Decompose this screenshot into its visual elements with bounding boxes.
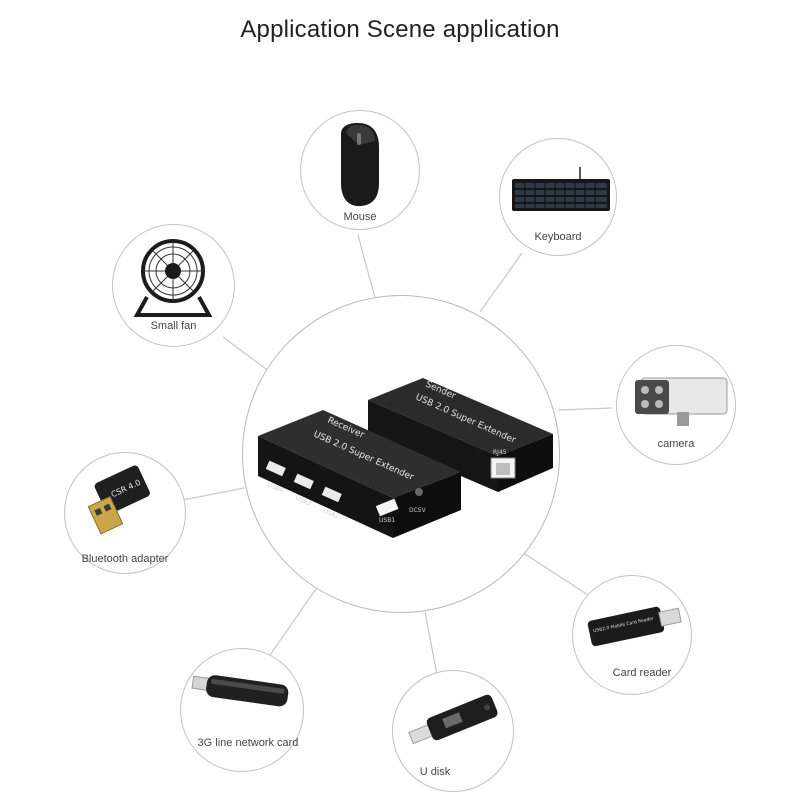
- connector-fan: [222, 336, 271, 373]
- mouse-label: Mouse: [343, 211, 377, 223]
- camera-label: camera: [657, 438, 695, 450]
- bluetooth-adapter-icon: CSR 4.0: [87, 465, 150, 535]
- page-title: Application Scene application: [240, 16, 560, 43]
- bluetooth-circle: CSR 4.0 Bluetooth adapter: [64, 452, 186, 574]
- connector-keyboard: [479, 252, 523, 313]
- card-reader-circle: USB2.0 Mobile Card Reader Card reader: [572, 575, 692, 695]
- card-reader-label: Card reader: [612, 667, 672, 679]
- usb4-port: [265, 460, 286, 477]
- connector-udisk: [424, 611, 439, 681]
- udisk-label: U disk: [419, 766, 451, 778]
- fan-label: Small fan: [150, 320, 197, 332]
- fan-circle: Small fan: [112, 224, 235, 347]
- connector-card-reader: [521, 551, 589, 596]
- camera-circle: camera: [616, 345, 736, 465]
- camera-icon: [635, 377, 728, 426]
- usb-extender-illustration: USB 2.0 Super Extender Sender RJ45 USB 2…: [258, 378, 553, 538]
- usb3-port: [293, 473, 314, 490]
- usb2-port: [321, 486, 342, 503]
- network-card-icon: [191, 675, 289, 707]
- keyboard-label: Keyboard: [534, 231, 582, 243]
- fan-icon: [133, 239, 213, 317]
- sender-port-label: RJ45: [493, 449, 507, 456]
- network-card-circle: 3G line network card: [180, 648, 304, 772]
- connector-mouse: [357, 234, 376, 299]
- mouse-circle: Mouse: [300, 110, 420, 230]
- udisk-circle: U disk: [392, 670, 514, 792]
- udisk-icon: [408, 694, 498, 745]
- keyboard-circle: Keyboard: [499, 138, 617, 256]
- bluetooth-label: Bluetooth adapter: [81, 553, 169, 565]
- port-label-usb1: USB1: [379, 517, 395, 524]
- connector-bluetooth: [182, 487, 245, 501]
- mouse-icon: [341, 123, 379, 207]
- card-reader-icon: USB2.0 Mobile Card Reader: [587, 606, 682, 647]
- port-label-dc5v: DC5V: [409, 507, 427, 514]
- dc5v-port: [415, 488, 423, 496]
- usb1-port: [375, 498, 399, 517]
- connector-camera: [557, 407, 613, 411]
- keyboard-icon: [512, 167, 610, 211]
- network-card-label: 3G line network card: [197, 737, 299, 749]
- connector-network-card: [269, 585, 319, 656]
- extender-product-circle: USB 2.0 Super Extender Sender RJ45 USB 2…: [242, 295, 560, 613]
- sender-unit: USB 2.0 Super Extender Sender RJ45: [368, 378, 553, 492]
